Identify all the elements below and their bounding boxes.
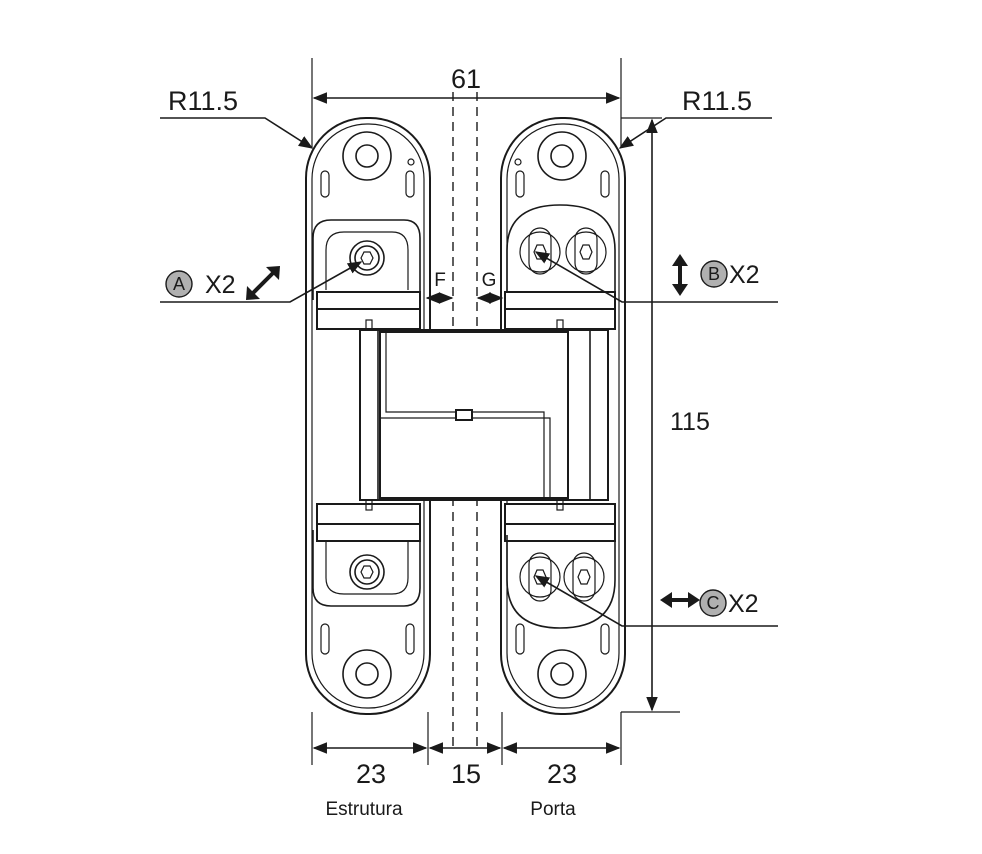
horizontal-arrow-icon	[660, 592, 700, 608]
badge-b-letter: B	[708, 264, 720, 284]
badge-a-count: X2	[205, 271, 236, 299]
labels: 61 R11.5 R11.5 115 23 15 23 Estrutura Po…	[168, 64, 760, 820]
badge-a-letter: A	[173, 274, 185, 294]
badges	[165, 260, 728, 617]
badge-c-circle	[699, 589, 727, 617]
dimension-lines	[312, 92, 658, 754]
right-plate-width-label: 23	[547, 759, 577, 789]
frame-caption: Estrutura	[325, 799, 403, 820]
extension-lines	[311, 58, 680, 765]
gap-g-label: G	[482, 270, 497, 291]
badge-c-letter: C	[707, 593, 720, 613]
left-plate-width-label: 23	[356, 759, 386, 789]
badge-c-count: X2	[728, 590, 759, 618]
radius-left-label: R11.5	[168, 86, 238, 116]
gap-f-label: F	[434, 270, 446, 291]
gap-width-label: 15	[451, 759, 481, 789]
badge-b-circle	[700, 260, 728, 288]
door-caption: Porta	[530, 799, 576, 820]
badge-b-count: X2	[729, 261, 760, 289]
leader-lines	[160, 117, 778, 627]
adjust-direction-arrows	[246, 254, 700, 608]
vertical-arrow-icon	[672, 254, 688, 296]
badge-a-circle	[165, 270, 193, 298]
height-label: 115	[670, 408, 710, 436]
radius-right-label: R11.5	[682, 86, 752, 116]
central-linkage	[359, 319, 609, 511]
overall-width-label: 61	[451, 64, 481, 94]
diagonal-arrow-icon	[246, 266, 280, 300]
centerlines	[452, 92, 478, 748]
